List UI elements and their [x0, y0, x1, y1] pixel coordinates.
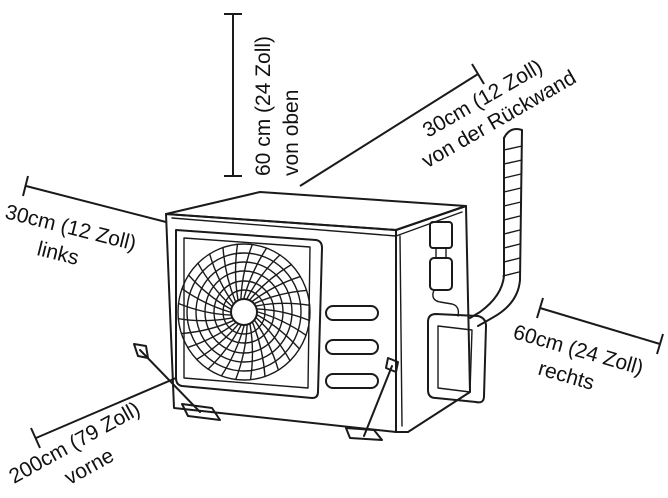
fan-spoke — [197, 262, 233, 307]
anchor-bolts — [133, 343, 399, 437]
fan-spoke — [177, 302, 232, 316]
fan-spoke — [222, 246, 236, 302]
fan-spoke — [207, 324, 242, 370]
fan-spoke — [249, 263, 292, 301]
fan-spoke — [252, 322, 266, 378]
mounting-feet — [181, 403, 383, 441]
fan-spoke — [255, 302, 311, 307]
fan-spoke — [208, 253, 234, 304]
fan-hub — [230, 298, 258, 326]
label-top: 60 cm (24 Zoll) von oben — [252, 36, 303, 176]
dimension-left — [22, 175, 167, 223]
fan-spoke — [235, 324, 248, 381]
label-front: 200cm (79 Zoll) vorne — [5, 398, 144, 490]
fan-spoke — [254, 320, 280, 371]
fan-spoke — [249, 323, 254, 381]
dimension-top — [224, 13, 242, 177]
fan-spoke — [243, 247, 268, 299]
fan-spoke — [256, 314, 301, 350]
fan-spoke — [257, 311, 307, 336]
fan-spoke — [254, 289, 308, 304]
fan-spoke — [181, 288, 231, 313]
fan-spoke — [220, 325, 245, 377]
label-top-value: 60 cm (24 Zoll) — [252, 36, 275, 176]
label-left-direction: links — [35, 237, 81, 269]
valve-cover — [427, 313, 487, 404]
dimension-back — [299, 63, 485, 187]
label-left: 30cm (12 Zoll) links — [3, 201, 139, 270]
label-back: 30cm (12 Zoll) von der Rückwand — [418, 55, 580, 173]
fan-spoke — [256, 308, 311, 322]
fan-spoke — [252, 275, 301, 302]
fan-spoke — [187, 322, 236, 349]
electrical-box — [429, 221, 460, 317]
fan-spoke — [234, 243, 239, 301]
label-top-direction: von oben — [280, 90, 303, 176]
fan-spoke — [240, 243, 253, 300]
dimension-front — [30, 377, 177, 449]
fan-spoke — [177, 317, 233, 322]
refrigerant-pipes — [469, 128, 523, 327]
fan-grille-frame — [175, 229, 323, 399]
fan-spoke — [180, 320, 234, 335]
outdoor-unit — [133, 128, 523, 441]
fan-spoke — [187, 274, 232, 310]
fan-spoke — [196, 323, 239, 361]
fan-grille — [177, 243, 311, 381]
fan-spoke — [246, 254, 281, 300]
dimension-right — [536, 297, 664, 355]
vent-slots — [325, 305, 379, 389]
fan-spoke — [255, 317, 291, 362]
